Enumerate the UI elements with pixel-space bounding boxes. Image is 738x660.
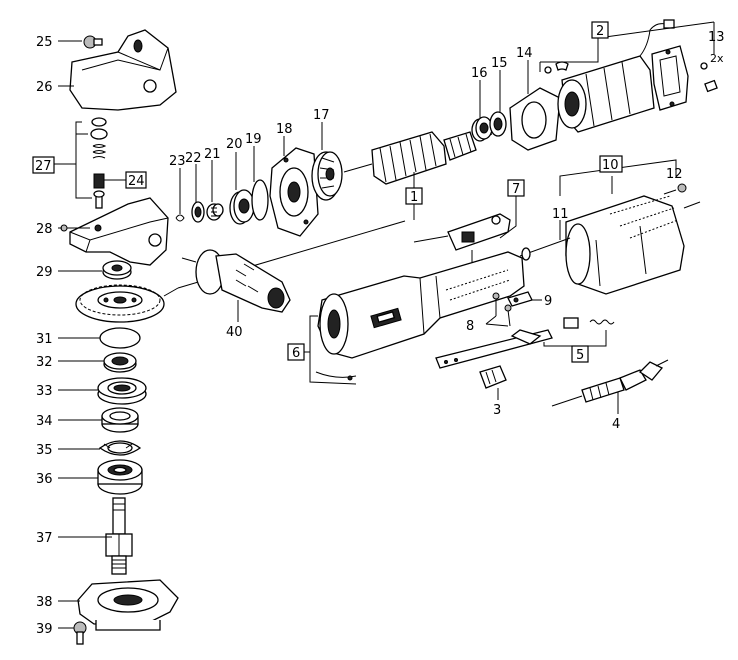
part-40-side-handle [181, 249, 291, 313]
label-24: 24 [128, 174, 145, 189]
box-5 [571, 345, 589, 363]
label-27: 27 [35, 159, 52, 174]
part-5-switch-rod [435, 317, 615, 369]
label-11: 11 [552, 207, 569, 222]
part-28-gear-housing [60, 197, 169, 266]
part-15-bearing-cup [489, 111, 507, 137]
part-21-nut [206, 203, 224, 221]
part-37-spindle [105, 497, 133, 575]
part-6-main-housing [315, 251, 525, 381]
part-33-bearing-flange [97, 377, 147, 405]
part-22-washer [191, 201, 205, 223]
part-35-retaining-ring [98, 440, 142, 456]
part-17-fan [311, 151, 343, 201]
part-16-bearing [471, 116, 493, 142]
label-3: 3 [493, 403, 501, 418]
label-18: 18 [276, 122, 293, 137]
part-36-ball-bearing [97, 459, 143, 495]
label-36: 36 [36, 472, 53, 487]
part-25-screw [58, 35, 103, 49]
label-40: 40 [226, 325, 243, 340]
part-13-brush-holder [651, 45, 689, 111]
part-39-screw [73, 621, 87, 645]
part-4-power-cord [551, 359, 669, 414]
part-19-o-ring [251, 179, 269, 221]
label-20: 20 [226, 137, 243, 152]
part-bevel-gear [75, 284, 165, 323]
part-34-bushing [101, 407, 139, 433]
label-5: 5 [576, 348, 584, 363]
label-13: 13 [708, 30, 725, 45]
label-34: 34 [36, 414, 53, 429]
part-carbon-brush [700, 62, 718, 93]
label-38: 38 [36, 595, 53, 610]
label-35: 35 [36, 443, 53, 458]
label-10: 10 [602, 158, 619, 173]
part-38-flange [77, 579, 179, 631]
label-16: 16 [471, 66, 488, 81]
label-19: 19 [245, 132, 262, 147]
label-7: 7 [512, 182, 520, 197]
box-2 [591, 21, 609, 39]
part-10-motor-housing [565, 195, 701, 295]
label-6: 6 [292, 346, 300, 361]
label-37: 37 [36, 531, 53, 546]
part-20-bearing [229, 189, 255, 225]
label-2: 2 [596, 24, 604, 39]
box-6 [287, 343, 305, 361]
part-12-screw [663, 183, 687, 195]
label-12: 12 [666, 167, 683, 182]
label-31: 31 [36, 332, 53, 347]
label-4: 4 [612, 417, 620, 432]
label-32: 32 [36, 355, 53, 370]
label-1: 1 [410, 190, 418, 205]
part-7-switch [413, 213, 511, 262]
part-32-seal [103, 352, 137, 373]
label-26: 26 [36, 80, 53, 95]
label-13-qty: 2x [710, 52, 724, 65]
part-29-bearing [102, 260, 132, 280]
part-14-baffle [509, 87, 561, 151]
part-23-clip [175, 214, 185, 222]
box-10 [599, 155, 623, 173]
part-3-switch-slide [479, 365, 507, 389]
part-18-bearing-plate [269, 147, 319, 237]
label-21: 21 [204, 147, 221, 162]
part-27-spindle-lock [90, 117, 108, 209]
part-2-stator [544, 19, 675, 133]
label-8: 8 [466, 319, 474, 334]
part-31-o-ring [99, 327, 141, 349]
box-27 [32, 156, 55, 174]
label-33: 33 [36, 384, 53, 399]
part-26-gear-cover [69, 29, 177, 111]
part-8-screws [492, 292, 512, 327]
label-23: 23 [169, 154, 186, 169]
label-25: 25 [36, 35, 53, 50]
label-22: 22 [185, 151, 202, 166]
label-9: 9 [544, 294, 552, 309]
label-14: 14 [516, 46, 533, 61]
part-1-armature [343, 131, 493, 185]
box-7 [507, 179, 525, 197]
label-28: 28 [36, 222, 53, 237]
label-15: 15 [491, 56, 508, 71]
label-29: 29 [36, 265, 53, 280]
part-11-screw [519, 237, 571, 261]
label-39: 39 [36, 622, 53, 637]
box-24 [125, 171, 147, 189]
label-17: 17 [313, 108, 330, 123]
